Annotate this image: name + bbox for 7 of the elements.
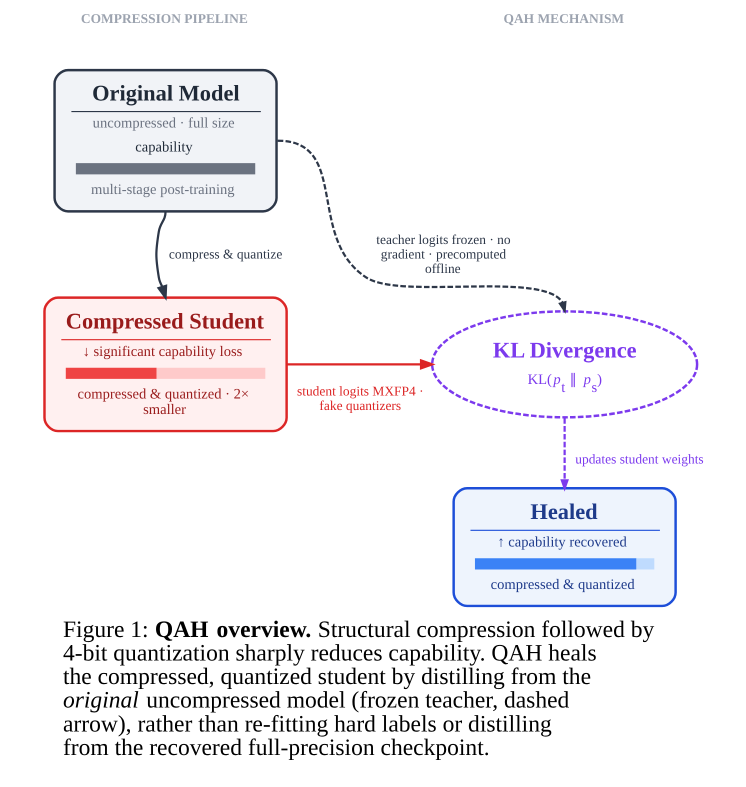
label: QAH MECHANISM: [503, 11, 624, 26]
edge-label: teacher logits frozen · no gradient · precomputed offline: [376, 232, 510, 276]
edge-label: student logits MXFP4 · fake quantizers: [296, 383, 424, 413]
edge-label: compress & quantize: [168, 246, 282, 262]
caption: Figure 1: QAH overview. Structural compression followed by 4-bit quantization sharply reduces capability. QAH heals the compressed, quantized student by distilling from the original uncompressed model (frozen teacher, dashed arrow), rather than re-fitting hard labels or distilling from the recovered full-precision checkpoint.: [62, 617, 654, 761]
label: COMPRESSION PIPELINE: [80, 11, 248, 26]
edge-label: updates student weights: [574, 452, 704, 467]
